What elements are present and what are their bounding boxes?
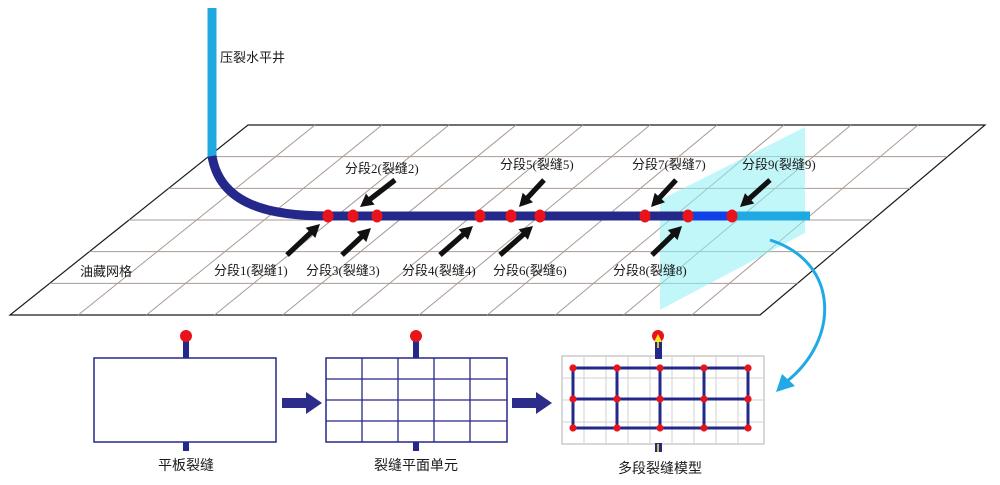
panel2-caption: 裂缝平面单元 xyxy=(374,458,458,474)
model-node xyxy=(569,364,577,372)
plate-fracture-rect xyxy=(93,357,277,443)
fracture-point-8 xyxy=(682,209,694,223)
panel3-caption: 多段裂缝模型 xyxy=(618,460,702,477)
model-node xyxy=(656,395,664,403)
model-node xyxy=(569,424,577,432)
model-node xyxy=(656,364,664,372)
stage-labels: 分段1(裂缝1) 分段2(裂缝2) 分段3(裂缝3) 分段4(裂缝4) 分段5(… xyxy=(214,157,816,278)
well-label: 压裂水平井 xyxy=(220,50,285,65)
stage-label-4: 分段4(裂缝4) xyxy=(402,263,476,278)
panel3-well-top xyxy=(655,339,662,359)
flow-arrow-2 xyxy=(512,392,552,414)
panel2-well-bottom xyxy=(413,441,419,451)
model-node xyxy=(744,364,752,372)
stage-label-8: 分段8(裂缝8) xyxy=(613,263,687,278)
stage-label-2: 分段2(裂缝2) xyxy=(345,161,419,176)
model-node xyxy=(613,395,621,403)
stage-label-7: 分段7(裂缝7) xyxy=(632,157,706,172)
fracture-points xyxy=(322,209,738,223)
stage-arrow-6 xyxy=(498,226,533,257)
stage-label-1: 分段1(裂缝1) xyxy=(214,263,288,278)
fracture-point-7 xyxy=(639,209,651,223)
curve-arrow xyxy=(769,238,827,392)
stage-label-3: 分段3(裂缝3) xyxy=(306,263,380,278)
panel1-well-bottom xyxy=(183,441,189,451)
model-node xyxy=(744,424,752,432)
panel1-fracture-point xyxy=(180,330,192,342)
stage-arrow-9 xyxy=(740,178,772,207)
well-heel-curve xyxy=(207,155,329,221)
model-node xyxy=(613,424,621,432)
model-node xyxy=(700,364,708,372)
fracture-point-4 xyxy=(474,209,486,223)
model-node xyxy=(656,424,664,432)
fracture-element-lines xyxy=(326,358,507,442)
stage-arrow-8 xyxy=(650,226,682,257)
model-node xyxy=(700,395,708,403)
panel-fracture-elements: 裂缝平面单元 xyxy=(325,330,508,474)
stage-label-5: 分段5(裂缝5) xyxy=(500,157,574,172)
stage-arrow-7 xyxy=(651,178,678,207)
stage-label-6: 分段6(裂缝6) xyxy=(493,263,567,278)
stage-arrow-4 xyxy=(438,226,473,257)
panel1-caption: 平板裂缝 xyxy=(158,458,214,474)
fracture-point-6 xyxy=(534,209,546,223)
model-node xyxy=(613,364,621,372)
model-node xyxy=(744,395,752,403)
grid-label: 油藏网格 xyxy=(80,264,132,279)
fracture-point-2 xyxy=(347,209,359,223)
model-node xyxy=(700,424,708,432)
stage-arrow-3 xyxy=(340,228,371,257)
panel2-fracture-point xyxy=(410,330,422,342)
panel-plate-fracture: 平板裂缝 xyxy=(93,330,277,474)
stage-arrows xyxy=(285,177,772,257)
model-node xyxy=(569,395,577,403)
flow-arrow-1 xyxy=(282,392,322,414)
panel3-yellow-arrowhead-up xyxy=(654,334,662,342)
fracture-point-3 xyxy=(371,209,383,223)
stage-arrow-2 xyxy=(360,177,397,207)
stage-label-9: 分段9(裂缝9) xyxy=(742,157,816,172)
fracture-point-1 xyxy=(322,209,334,223)
stage-arrow-1 xyxy=(285,224,320,257)
model-nodes xyxy=(569,364,752,432)
fracture-point-9 xyxy=(726,209,738,223)
panel2-well-top xyxy=(413,339,419,359)
fracture-point-5 xyxy=(505,209,517,223)
panel1-well-top xyxy=(183,339,189,359)
panel-multistage-model: 多段裂缝模型 xyxy=(561,330,765,477)
stage-arrow-5 xyxy=(519,178,546,207)
